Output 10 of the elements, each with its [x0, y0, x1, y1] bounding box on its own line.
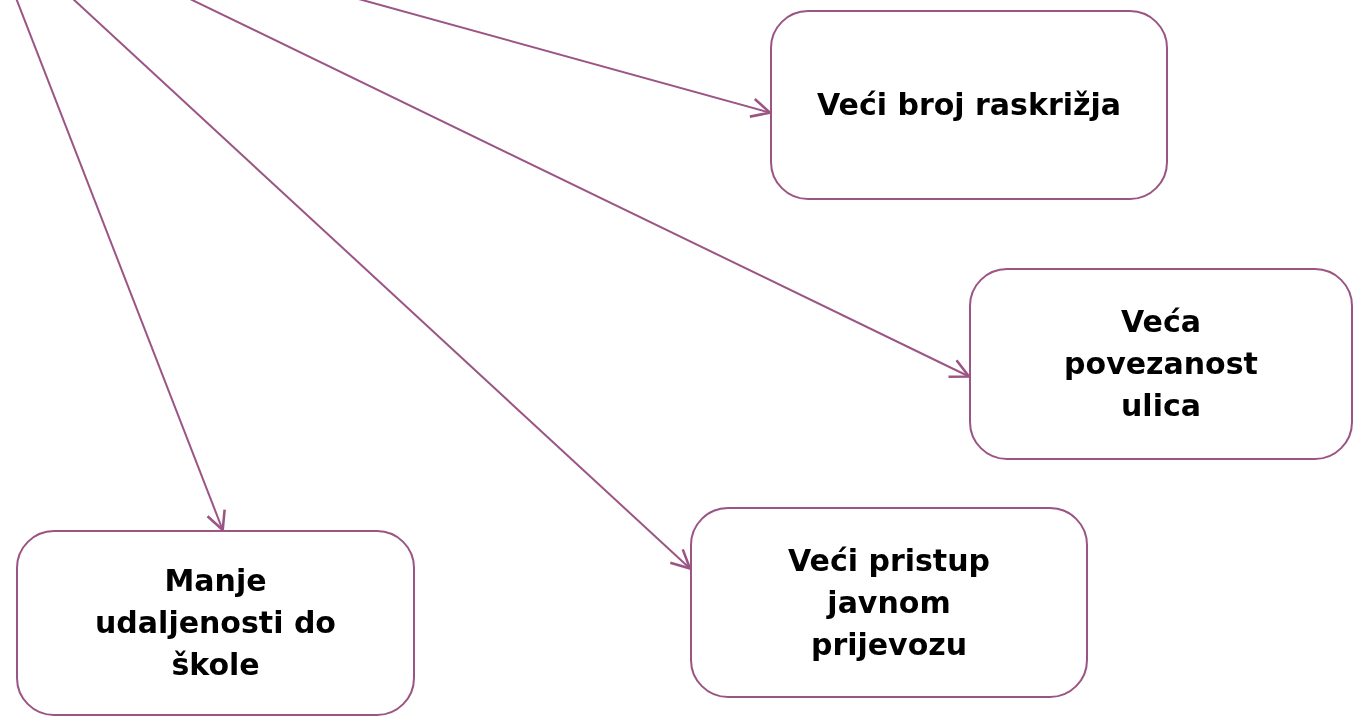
box-text: Veći broj raskrižja [817, 86, 1121, 124]
rounded-box [969, 268, 1353, 460]
rounded-box [770, 10, 1168, 200]
arrow [15, 0, 226, 532]
box-text: Veći pristup javnom prijevozu [787, 541, 991, 664]
arrow [71, 0, 692, 570]
box-text: Veća povezanost ulica [1063, 303, 1259, 425]
rounded-box [690, 507, 1088, 698]
rounded-box [16, 530, 415, 716]
box-text: Manje udaljenosti do škole [94, 562, 337, 684]
